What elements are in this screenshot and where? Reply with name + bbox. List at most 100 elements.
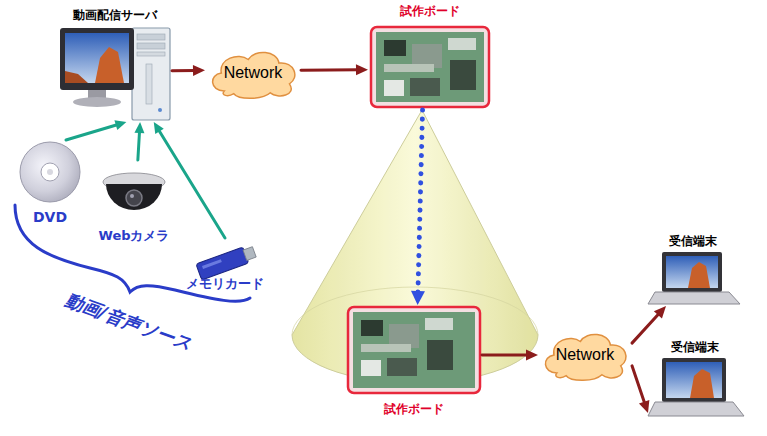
dvd-disc-part — [20, 142, 80, 202]
projection-cone — [292, 110, 538, 383]
laptop-part — [688, 262, 710, 288]
connector-line — [418, 110, 423, 294]
prototype-board-part — [376, 32, 484, 102]
prototype-board-part — [450, 60, 476, 90]
laptop — [648, 358, 744, 416]
connector-line — [172, 69, 195, 72]
prototype-board-part — [448, 38, 476, 50]
node-label: 試作ボード — [400, 4, 460, 18]
source-node: Webカメラ — [96, 160, 173, 244]
prototype-board — [371, 27, 489, 107]
server-illustration-part — [95, 47, 124, 83]
connector-line — [632, 366, 645, 404]
node-label: 動画配信サーバ — [73, 8, 157, 22]
dvd-disc-part — [41, 163, 59, 181]
dvd-disc — [20, 142, 80, 202]
memory-card-part — [243, 247, 256, 261]
node-label: Webカメラ — [99, 228, 170, 244]
connector-line — [301, 68, 358, 71]
server-illustration-part — [60, 28, 134, 90]
server-illustration-part — [73, 97, 121, 107]
prototype-board-part-part — [425, 318, 453, 330]
board-node: 試作ボード — [368, 4, 492, 110]
server-illustration-part — [88, 90, 106, 98]
arrow-head — [134, 122, 144, 133]
node-label: 受信端末 — [669, 234, 717, 248]
server-illustration-part — [137, 34, 165, 40]
prototype-board-part — [410, 78, 440, 96]
terminal-node: 受信端末 — [648, 340, 742, 426]
prototype-board-part — [348, 307, 480, 393]
projection-cone-part — [292, 110, 538, 383]
prototype-board-part-part — [361, 360, 381, 376]
prototype-board — [348, 307, 480, 393]
server-illustration-part — [158, 108, 162, 112]
server-illustration-part — [65, 33, 129, 83]
group-label: 動画/音声ソース — [62, 289, 194, 355]
source-node: メモリカード — [182, 238, 268, 292]
connector-line — [482, 353, 528, 356]
node-label: Network — [224, 63, 283, 82]
cloud-outline — [213, 52, 295, 98]
network-cloud: Network — [205, 46, 301, 100]
laptop-part — [662, 358, 726, 402]
prototype-board-part-part — [361, 344, 411, 352]
memory-card-part — [202, 259, 222, 269]
arrow-head — [114, 120, 126, 130]
arrow-head — [411, 291, 425, 305]
arrow-head — [193, 65, 205, 76]
server-illustration-part — [132, 28, 170, 120]
memory-card — [196, 244, 257, 280]
prototype-board-part — [384, 64, 434, 72]
arrow-head — [639, 400, 649, 413]
connector-line — [66, 125, 118, 140]
prototype-board-part — [353, 312, 475, 388]
server-illustration-part — [146, 64, 152, 104]
terminal-node: 受信端末 — [648, 234, 738, 306]
server-illustration — [60, 28, 170, 120]
prototype-board-part — [384, 80, 404, 96]
arrow-head — [356, 64, 368, 75]
prototype-board-part — [384, 40, 406, 56]
server-illustration-part — [137, 43, 165, 49]
server-illustration-part — [137, 52, 165, 56]
arrow-head — [654, 306, 666, 319]
memory-card-part — [196, 247, 249, 280]
laptop-part — [648, 402, 744, 416]
webcam-part — [130, 194, 134, 198]
network-cloud: Network — [538, 328, 632, 382]
prototype-board-part-part — [361, 320, 383, 336]
node-label: メモリカード — [186, 276, 264, 292]
laptop-part — [690, 369, 714, 398]
connector-line — [158, 129, 225, 238]
prototype-board-part — [361, 318, 453, 376]
prototype-board-part-part — [427, 340, 453, 370]
laptop-part — [648, 292, 740, 304]
webcam-part — [126, 190, 142, 206]
connector-line — [632, 313, 660, 343]
arrow-head — [154, 122, 164, 134]
connector-line — [138, 131, 140, 160]
laptop — [648, 252, 740, 304]
dvd-disc-part — [47, 169, 53, 175]
server-illustration-part — [65, 71, 88, 83]
laptop-part — [662, 252, 722, 292]
laptop-part — [666, 362, 722, 398]
prototype-board-part — [371, 27, 489, 107]
node-label: 試作ボード — [384, 402, 444, 416]
prototype-board-part-part — [387, 358, 417, 376]
board-node: 試作ボード — [345, 305, 482, 416]
source-node: DVD — [18, 140, 82, 226]
laptop-part — [666, 256, 718, 288]
server-node: 動画配信サーバ — [58, 8, 172, 122]
webcam-part — [106, 184, 162, 210]
node-label: Network — [556, 345, 615, 364]
arrow-head — [526, 349, 538, 360]
node-label: DVD — [33, 209, 67, 226]
node-label: 受信端末 — [671, 340, 719, 354]
webcam — [103, 173, 165, 210]
cloud-outline — [545, 334, 626, 380]
